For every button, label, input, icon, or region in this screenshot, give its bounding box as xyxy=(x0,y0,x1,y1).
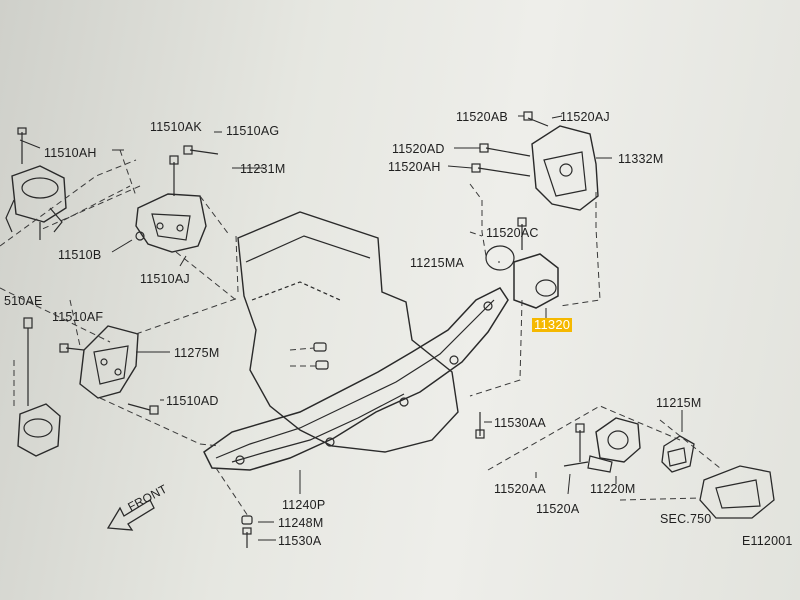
mount-11220M xyxy=(595,417,641,463)
label-11510AJ: 11510AJ xyxy=(140,272,190,286)
label-11510AF: 11510AF xyxy=(52,310,104,324)
bracket-sec750 xyxy=(699,465,775,519)
crossmember-11240P xyxy=(203,287,509,471)
label-sec750: SEC.750 xyxy=(660,512,712,526)
label-11520AH: 11520AH xyxy=(388,160,441,174)
label-11520AA: 11520AA xyxy=(494,482,546,496)
label-11215MA: 11215MA xyxy=(410,256,464,270)
label-11320-highlighted: 11320 xyxy=(532,317,573,332)
label-510AE: 510AE xyxy=(4,294,43,308)
label-11520AD: 11520AD xyxy=(392,142,445,156)
label-11530AA: 11530AA xyxy=(494,416,546,430)
mount-11332M xyxy=(531,125,599,211)
label-11530A: 11530A xyxy=(278,534,322,548)
figure-code: E112001 xyxy=(742,534,793,548)
label-11215M: 11215M xyxy=(656,396,702,410)
left-lower-mount xyxy=(17,403,61,457)
bracket-11275M xyxy=(79,325,139,399)
label-11510B: 11510B xyxy=(58,248,102,262)
label-11510AG: 11510AG xyxy=(226,124,280,138)
bracket-11215M xyxy=(661,435,695,473)
label-11520AJ: 11520AJ xyxy=(560,110,610,124)
label-11240P: 11240P xyxy=(282,498,326,512)
label-11275M: 11275M xyxy=(174,346,220,360)
label-11248M: 11248M xyxy=(278,516,324,530)
label-11220M: 11220M xyxy=(590,482,636,496)
label-11520AC: 11520AC xyxy=(486,226,539,240)
label-11520A: 11520A xyxy=(536,502,580,516)
engine-block-outline xyxy=(237,211,459,453)
label-11510AD: 11510AD xyxy=(166,394,219,408)
label-11510AH: 11510AH xyxy=(44,146,97,160)
label-11520AB: 11520AB xyxy=(456,110,508,124)
label-11332M: 11332M xyxy=(618,152,664,166)
front-arrow-icon xyxy=(106,499,155,531)
insulator-11320 xyxy=(513,253,559,309)
left-mount-body xyxy=(11,165,67,223)
label-11231M: 11231M xyxy=(240,162,286,176)
bracket-11510AJ xyxy=(135,193,207,253)
label-11510AK: 11510AK xyxy=(150,120,202,134)
